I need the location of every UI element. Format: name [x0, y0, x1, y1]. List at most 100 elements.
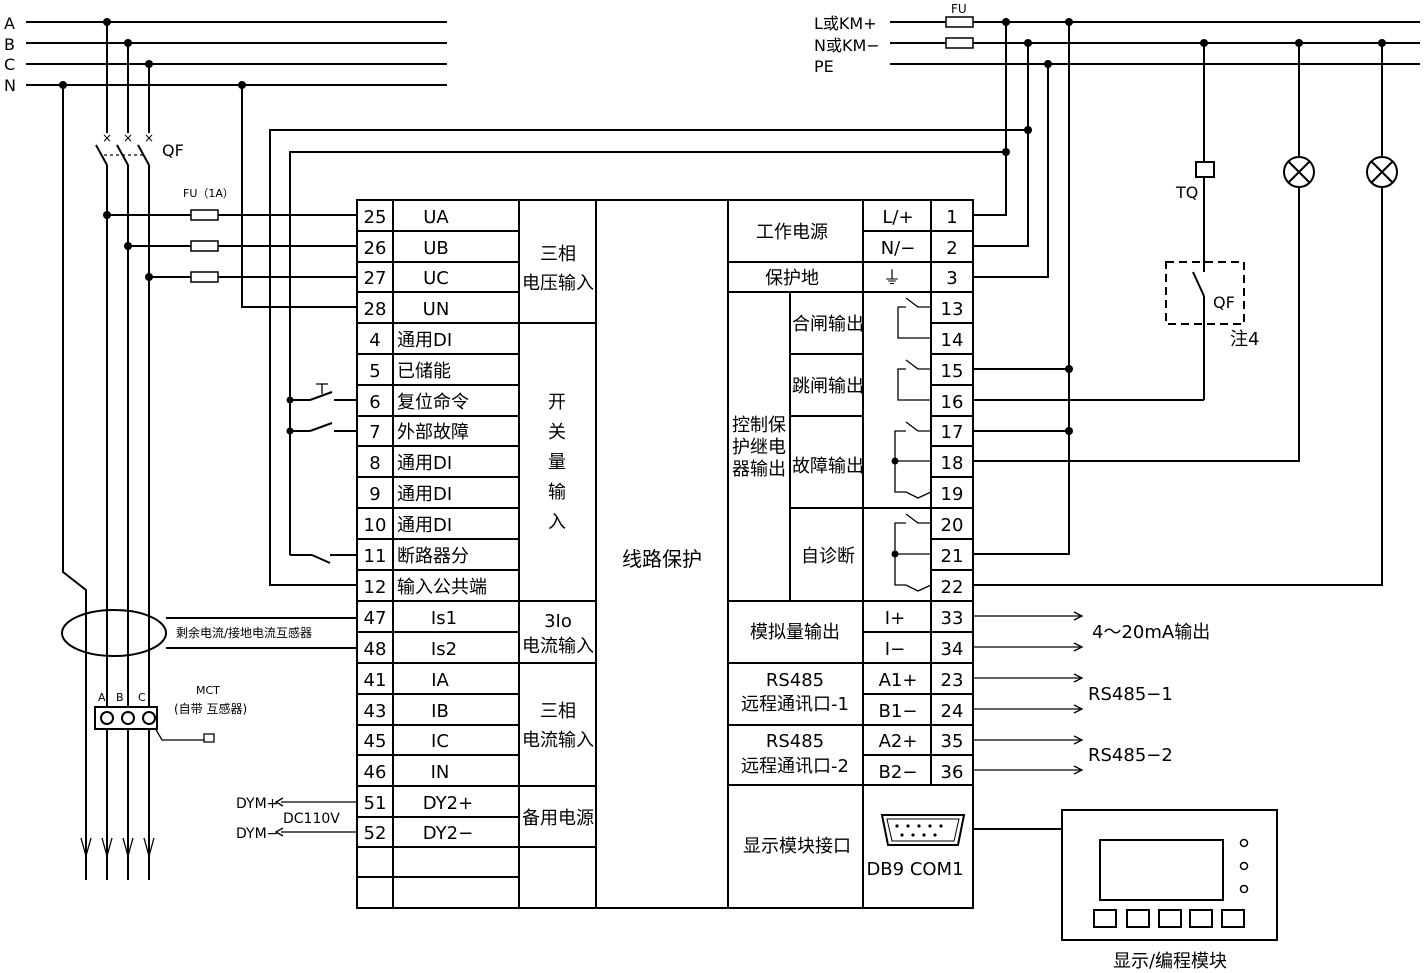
- right-grid: [728, 230, 973, 786]
- group-current: 三相: [540, 701, 576, 722]
- term-num: 22: [941, 577, 964, 598]
- term-num: 46: [364, 762, 387, 783]
- group-switch: 入: [548, 512, 566, 533]
- term-sig: 断路器分: [397, 546, 469, 567]
- fu-1a: FU（1A）: [103, 85, 357, 308]
- term-num: 2: [946, 238, 957, 259]
- term-sig: 通用DI: [397, 330, 452, 351]
- bus-label-n2: N或KM−: [814, 36, 880, 55]
- term-sig: IA: [431, 670, 449, 691]
- group-3io: 3Io: [544, 611, 572, 632]
- relay-contacts: [891, 297, 932, 592]
- term-num: 13: [941, 299, 964, 320]
- term-num: 1: [946, 207, 957, 228]
- svg-text:×: ×: [102, 131, 112, 145]
- mct-c: C: [138, 691, 146, 704]
- term-num: 45: [364, 731, 387, 752]
- term-num: 7: [369, 422, 380, 443]
- down-arrows: [80, 837, 155, 880]
- mct: MCT (自带 互感器) A B C: [94, 684, 247, 743]
- term-num: 24: [941, 701, 964, 722]
- term-num: 23: [941, 670, 964, 691]
- key-button: [1126, 909, 1150, 928]
- term-num: 34: [941, 639, 964, 660]
- mct-sub: (自带 互感器): [174, 701, 247, 716]
- term-sig: 外部故障: [397, 422, 469, 443]
- term-sig: 已储能: [397, 361, 451, 382]
- left-grid: [357, 230, 596, 878]
- group-fault-out: 故障输出: [792, 456, 864, 477]
- key-button: [1093, 909, 1117, 928]
- term-num: 17: [941, 422, 964, 443]
- term-num: 5: [369, 361, 380, 382]
- bus-label-l: L或KM+: [814, 14, 877, 33]
- tq-label: TQ: [1175, 183, 1198, 202]
- group-current: 电流输入: [522, 730, 594, 751]
- module-label: 显示/编程模块: [1113, 951, 1227, 972]
- ma-output-label: 4～20mA输出: [1092, 622, 1210, 643]
- db9-label: DB9 COM1: [866, 859, 963, 880]
- term-num: 14: [941, 330, 964, 351]
- term-num: 41: [364, 670, 387, 691]
- bus-label-n: N: [4, 76, 16, 95]
- term-num: 51: [364, 793, 387, 814]
- term-num: 25: [364, 207, 387, 228]
- center-title: 线路保护: [622, 547, 702, 571]
- qf2-label: QF: [1213, 293, 1235, 312]
- term-num: 35: [941, 731, 964, 752]
- term-sig: UC: [423, 268, 449, 289]
- bus-label-pe: PE: [814, 57, 834, 76]
- group-backup: 备用电源: [522, 808, 594, 829]
- svg-text:×: ×: [123, 131, 133, 145]
- group-voltage: 三相: [540, 244, 576, 265]
- group-close-out: 合闸输出: [792, 314, 864, 335]
- term-sig: UB: [423, 238, 449, 259]
- term-sig: IC: [431, 731, 449, 752]
- fu-label: FU: [951, 2, 967, 16]
- term-num: 18: [941, 453, 964, 474]
- bus-label-c: C: [4, 55, 15, 74]
- term-num: 48: [364, 639, 387, 660]
- term-num: 36: [941, 762, 964, 783]
- group-analog-out: 模拟量输出: [750, 622, 840, 643]
- group-switch: 量: [548, 452, 566, 473]
- term-num: 3: [946, 268, 957, 289]
- term-num: 15: [941, 361, 964, 382]
- group-voltage: 电压输入: [522, 273, 594, 294]
- dym-plus: DYM+: [236, 796, 278, 812]
- group-switch: 关: [548, 422, 566, 443]
- group-rs485-2: 远程通讯口-2: [741, 756, 849, 777]
- left-bus: A B C N: [4, 14, 447, 95]
- term-sym: N/−: [881, 238, 916, 259]
- group-display-if: 显示模块接口: [743, 836, 851, 857]
- term-num: 28: [364, 299, 387, 320]
- group-rs485-1: 远程通讯口-1: [741, 694, 849, 715]
- bus-label-a: A: [4, 14, 15, 33]
- mct-a: A: [98, 691, 106, 704]
- term-sym: I−: [885, 639, 905, 660]
- term-num: 12: [364, 577, 387, 598]
- group-relay-out: 控制保: [732, 415, 786, 436]
- term-num: 8: [369, 453, 380, 474]
- mct-title: MCT: [196, 684, 220, 697]
- term-sig: UA: [423, 207, 449, 228]
- mct-b: B: [116, 691, 124, 704]
- group-3io: 电流输入: [522, 636, 594, 657]
- output-lines: 4～20mA输出 RS485−1 RS485−2: [973, 611, 1210, 830]
- term-sym: A2+: [879, 731, 918, 752]
- note4-label: 注4: [1230, 329, 1259, 350]
- group-work-power: 工作电源: [756, 222, 828, 243]
- group-prot-ground: 保护地: [765, 268, 819, 289]
- qf-label: QF: [162, 141, 184, 160]
- group-relay-out: 护继电: [732, 437, 786, 458]
- term-sym: I+: [885, 608, 905, 629]
- rs485-1-label: RS485−1: [1088, 684, 1173, 705]
- right-numbers: 1 2 3 13 14 15 16 17 18 19 20 21 22 33 3…: [941, 207, 964, 783]
- term-sig: 通用DI: [397, 515, 452, 536]
- group-relay-out: 器输出: [732, 459, 786, 480]
- term-sym: B1−: [879, 701, 918, 722]
- right-bus: L或KM+ N或KM− PE FU TQ QF: [814, 2, 1420, 586]
- key-button: [1189, 909, 1213, 928]
- term-num: 4: [369, 330, 380, 351]
- left-groups: 三相 电压输入 开 关 量 输 入 3Io 电流输入 三相 电流输入 备用电源: [522, 244, 594, 829]
